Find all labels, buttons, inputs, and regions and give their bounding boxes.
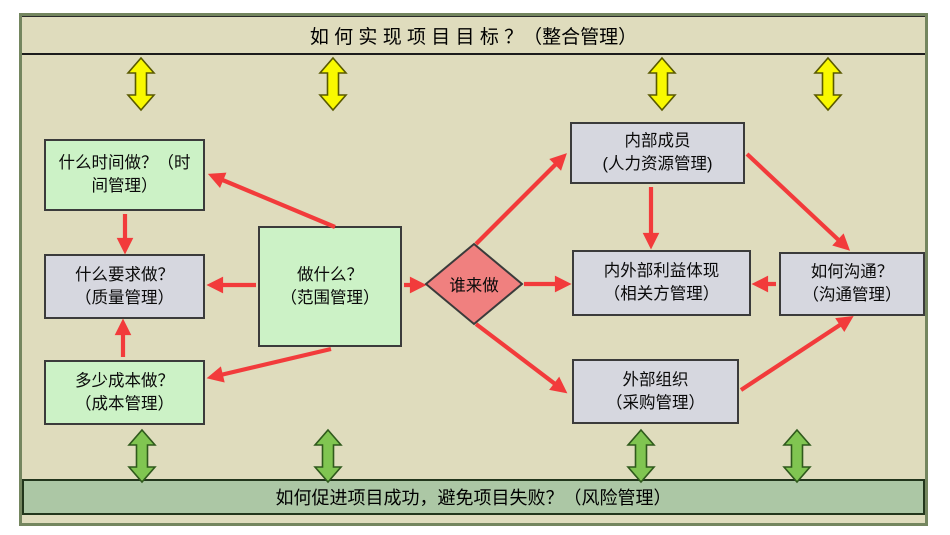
- node-hr-management: 内部成员 (人力资源管理): [570, 122, 745, 184]
- banner-integration-management: 如 何 实 现 项 目 目 标 ？（整合管理）: [22, 16, 925, 55]
- node-quality-line1: 什么要求做？: [75, 265, 174, 284]
- banner-bottom-text: 如何促进项目成功，避免项目失败？（风险管理）: [275, 488, 672, 508]
- node-stakeholder-line1: 内外部利益体现: [603, 262, 720, 281]
- node-who-line1: 谁来做: [449, 277, 499, 295]
- node-cost-line1: 多少成本做？: [75, 371, 174, 390]
- node-quality-line2: （质量管理）: [75, 288, 174, 307]
- node-who-diamond: 谁来做: [426, 244, 522, 324]
- node-time-management: 什么时间做？（时 间管理）: [44, 139, 205, 211]
- node-procurement-management: 外部组织 （采购管理）: [572, 359, 739, 424]
- node-communication-management: 如何沟通？ （沟通管理）: [779, 252, 925, 316]
- node-hr-line1: 内部成员: [624, 132, 691, 151]
- node-time-line2: 间管理）: [91, 177, 158, 195]
- node-hr-line2: (人力资源管理): [602, 155, 713, 173]
- node-stakeholder-line2: （相关方管理）: [603, 285, 720, 303]
- node-cost-line2: （成本管理）: [75, 394, 174, 413]
- node-scope-management: 做什么？ （范围管理）: [258, 226, 402, 347]
- node-scope-line1: 做什么？: [297, 265, 363, 284]
- node-quality-management: 什么要求做？ （质量管理）: [44, 254, 205, 319]
- banner-top-text: 如 何 实 现 项 目 目 标 ？（整合管理）: [309, 26, 638, 48]
- node-stakeholder-management: 内外部利益体现 （相关方管理）: [572, 250, 751, 316]
- node-cost-management: 多少成本做？ （成本管理）: [44, 360, 205, 425]
- node-time-line1: 什么时间做？（时: [58, 154, 191, 173]
- node-procurement-line1: 外部组织: [622, 370, 689, 389]
- node-scope-line2: （范围管理）: [280, 288, 380, 307]
- banner-risk-management: 如何促进项目成功，避免项目失败？（风险管理）: [22, 479, 925, 515]
- node-comm-line2: （沟通管理）: [802, 286, 902, 304]
- node-procurement-line2: （采购管理）: [606, 393, 705, 412]
- node-comm-line1: 如何沟通？: [810, 263, 894, 282]
